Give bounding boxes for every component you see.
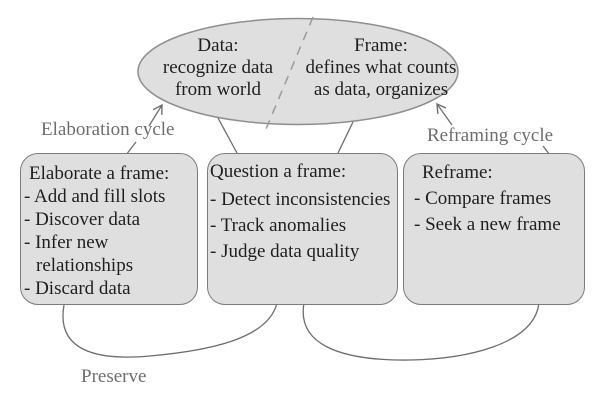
elaboration-cycle-label: Elaboration cycle <box>41 119 175 140</box>
elaboration-cycle-arrow <box>148 103 163 127</box>
ellipse-divider-dashed-line <box>265 16 314 130</box>
data-frame-ellipse <box>137 17 459 126</box>
question-item: - Detect inconsistencies <box>210 189 391 210</box>
question-frame-title: Question a frame: <box>210 161 347 182</box>
ellipse-data-title: Data: <box>197 35 239 56</box>
reframe-item: - Compare frames <box>414 188 552 209</box>
elaborate-item: - Discard data <box>24 278 131 299</box>
reframing-cycle-arrow <box>436 102 453 126</box>
elaborate-item: - Infer new relationships <box>24 232 134 276</box>
reframe-box: Reframe: - Compare frames - Seek a new f… <box>403 153 585 305</box>
ellipse-frame-line1: defines what counts <box>305 57 457 78</box>
preserve-loop-left <box>62 302 278 358</box>
question-item: - Judge data quality <box>210 241 360 262</box>
reframing-cycle-label: Reframing cycle <box>427 125 554 146</box>
preserve-label: Preserve <box>81 366 147 387</box>
ellipse-data-text: Data: recognize data from world <box>144 35 292 101</box>
ellipse-frame-text: Frame: defines what counts as data, orga… <box>301 35 461 101</box>
reframe-item: - Seek a new frame <box>414 214 561 235</box>
preserve-loop-right <box>302 302 540 361</box>
elaboration-label-connector <box>125 141 137 156</box>
elaborate-item: - Discover data <box>24 209 141 230</box>
ellipse-to-question-left-line <box>217 117 238 154</box>
ellipse-frame-line2: as data, organizes <box>313 79 449 100</box>
question-frame-box: Question a frame: - Detect inconsistenci… <box>207 153 398 305</box>
ellipse-frame-title: Frame: <box>354 35 408 56</box>
ellipse-data-line2: from world <box>174 79 261 100</box>
reframe-title: Reframe: <box>422 162 493 183</box>
elaborate-frame-title: Elaborate a frame: <box>29 163 170 184</box>
elaborate-frame-box: Elaborate a frame: - Add and fill slots … <box>20 153 198 305</box>
question-item: - Track anomalies <box>210 215 347 236</box>
ellipse-data-line1: recognize data <box>162 57 274 78</box>
ellipse-to-question-right-line <box>337 121 354 154</box>
elaborate-item: - Add and fill slots <box>24 186 166 207</box>
